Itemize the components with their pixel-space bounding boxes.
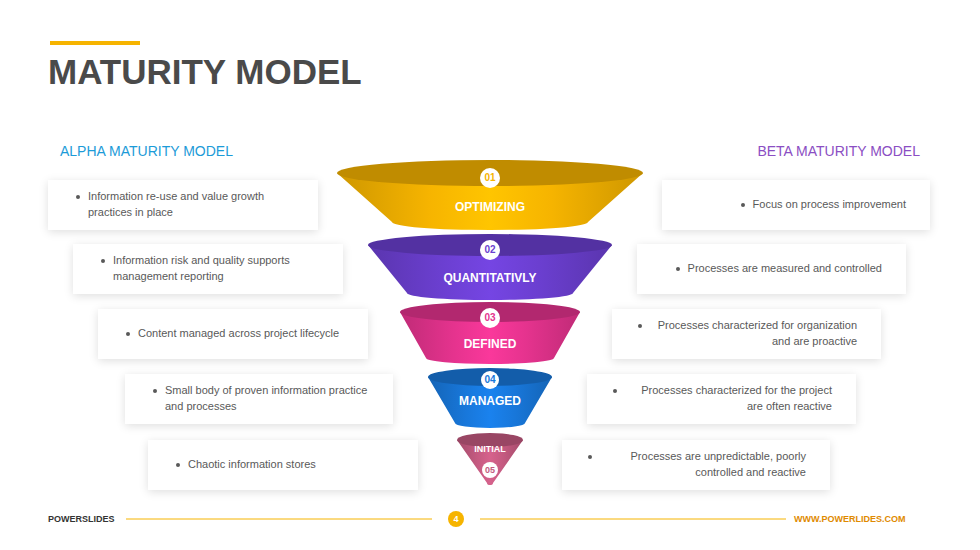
step-name: MANAGED <box>428 394 552 408</box>
info-card: Chaotic information stores <box>148 440 418 490</box>
info-card: Focus on process improvement <box>662 180 930 230</box>
footer-line <box>126 519 432 520</box>
step-number: 02 <box>480 240 500 260</box>
funnel-band: 03DEFINED <box>400 302 580 364</box>
info-card: Processes characterized for organization… <box>612 309 881 359</box>
bullet <box>676 267 680 271</box>
card-text: Chaotic information stores <box>188 457 316 473</box>
card-body: Information re-use and value growth prac… <box>76 189 298 221</box>
card-body: Focus on process improvement <box>688 197 906 213</box>
bullet <box>153 389 157 393</box>
bullet <box>126 332 130 336</box>
step-name: OPTIMIZING <box>337 200 643 214</box>
card-text: Small body of proven information practic… <box>165 383 373 415</box>
step-name: DEFINED <box>400 337 580 351</box>
card-text: Processes are unpredictable, poorly cont… <box>600 449 806 481</box>
band-body <box>457 440 523 485</box>
card-text: Information re-use and value growth prac… <box>88 189 298 221</box>
funnel-band: 04MANAGED <box>428 368 552 428</box>
page-title: MATURITY MODEL <box>48 52 362 92</box>
card-body: Processes characterized for organization… <box>638 318 857 350</box>
left-heading: ALPHA MATURITY MODEL <box>60 143 233 159</box>
info-card: Processes characterized for the project … <box>587 374 856 424</box>
card-text: Focus on process improvement <box>753 197 906 213</box>
step-name: INITIAL <box>457 444 523 455</box>
info-card: Small body of proven information practic… <box>125 374 393 424</box>
step-number: 03 <box>480 308 500 328</box>
info-card: Information risk and quality supports ma… <box>73 244 343 294</box>
bullet <box>76 195 80 199</box>
info-card: Information re-use and value growth prac… <box>48 180 318 230</box>
card-body: Small body of proven information practic… <box>153 383 373 415</box>
card-text: Processes are measured and controlled <box>688 261 882 277</box>
step-number: 01 <box>480 168 500 188</box>
brand-name: POWERSLIDES <box>48 514 115 524</box>
funnel-band: INITIAL 05 <box>457 433 523 485</box>
card-text: Processes characterized for organization… <box>650 318 857 350</box>
funnel-band: 02QUANTITATIVLY <box>368 234 612 300</box>
right-heading: BETA MATURITY MODEL <box>757 143 920 159</box>
bullet <box>638 324 642 328</box>
step-number: 05 <box>482 462 498 478</box>
info-card: Processes are measured and controlled <box>637 244 906 294</box>
card-body: Information risk and quality supports ma… <box>101 253 323 285</box>
info-card: Content managed across project lifecycle <box>98 309 368 359</box>
bullet <box>176 463 180 467</box>
step-name: QUANTITATIVLY <box>368 271 612 285</box>
card-text: Processes characterized for the project … <box>625 383 832 415</box>
bullet <box>101 259 105 263</box>
step-number: 04 <box>481 371 499 389</box>
bullet <box>588 455 592 459</box>
card-text: Information risk and quality supports ma… <box>113 253 323 285</box>
page-number: 4 <box>448 511 464 527</box>
footer-line <box>480 519 786 520</box>
funnel-band: 01OPTIMIZING <box>337 160 643 230</box>
card-body: Chaotic information stores <box>176 457 398 473</box>
card-body: Processes are measured and controlled <box>663 261 882 277</box>
card-body: Content managed across project lifecycle <box>126 326 348 342</box>
card-body: Processes are unpredictable, poorly cont… <box>588 449 806 481</box>
bullet <box>613 389 617 393</box>
title-bar <box>50 41 140 45</box>
info-card: Processes are unpredictable, poorly cont… <box>562 440 830 490</box>
website: WWW.POWERLIDES.COM <box>794 514 906 524</box>
card-text: Content managed across project lifecycle <box>138 326 339 342</box>
bullet <box>741 203 745 207</box>
card-body: Processes characterized for the project … <box>613 383 832 415</box>
